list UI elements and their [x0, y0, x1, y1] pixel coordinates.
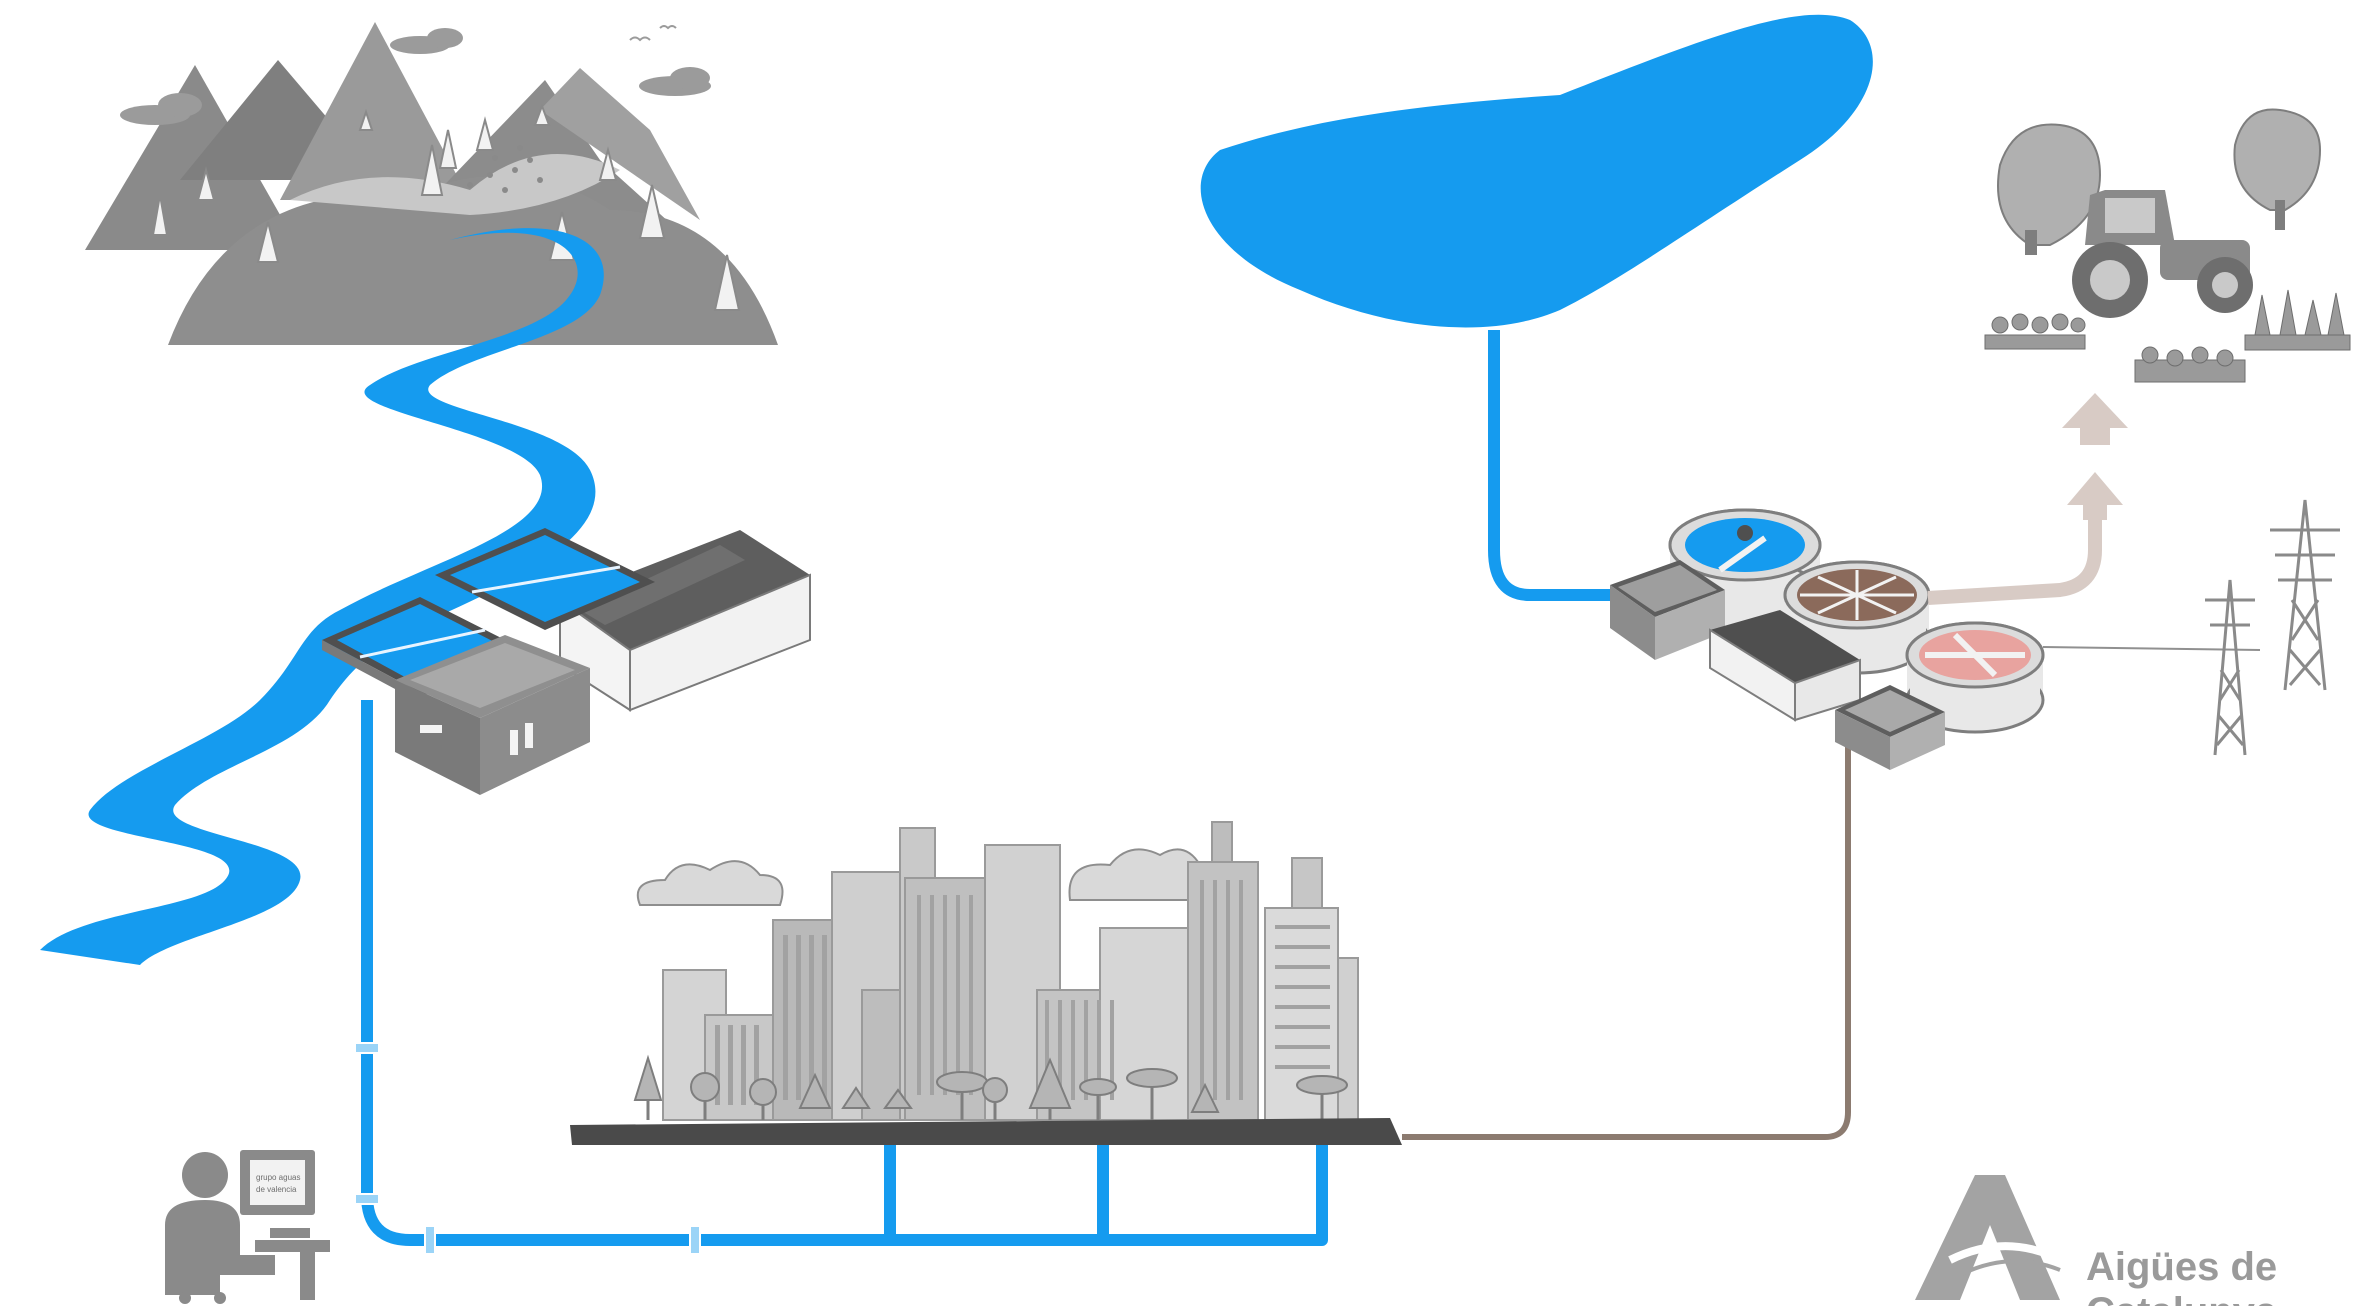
operator-workstation-icon	[165, 1150, 330, 1304]
reservoir-icon	[1200, 14, 1873, 328]
arrow-up-icon	[2067, 472, 2123, 520]
river-icon	[40, 228, 604, 965]
workstation-screen-line2: de valencia	[256, 1185, 297, 1194]
city-skyline-icon	[570, 821, 1402, 1145]
arrow-up-icon	[2062, 393, 2128, 445]
wastewater-pipe	[1402, 735, 1851, 1140]
tractor-icon	[1984, 108, 2351, 383]
drinking-water-plant-icon	[322, 528, 811, 795]
workstation-screen-line1: grupo aguas	[256, 1173, 300, 1182]
reclaimed-water-pipe	[1927, 505, 2102, 605]
aigues-de-catalunya-logo	[1915, 1175, 2087, 1300]
reservoir-outlet-pipe	[1488, 330, 1610, 601]
wastewater-plant-icon	[1610, 508, 2045, 770]
logo-text-line2: Catalunya	[2086, 1290, 2278, 1306]
mountains-icon	[85, 22, 778, 345]
logo-text-line1: Aigües de	[2086, 1245, 2277, 1289]
power-cable	[2042, 646, 2261, 651]
pipe-joints	[354, 1042, 701, 1255]
power-pylon-icon	[2205, 499, 2340, 756]
